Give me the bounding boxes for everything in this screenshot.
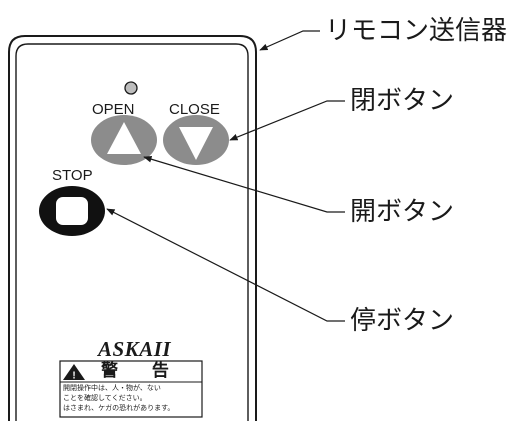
brand-logo: ASKAII — [98, 337, 172, 361]
warning-triangle-icon — [63, 364, 85, 380]
down-triangle-icon — [179, 127, 213, 160]
callout-close-button: 閉ボタン — [350, 86, 455, 116]
callout-open-button: 開ボタン — [350, 197, 455, 227]
warning-line-2: ことを確認してください。 — [63, 394, 147, 402]
svg-text:!: ! — [72, 371, 75, 382]
warning-line-3: はさまれ、ケガの恐れがあります。 — [63, 404, 175, 412]
warning-label: ! — [59, 360, 203, 418]
remote-body-inner — [15, 43, 249, 421]
callout-stop-button: 停ボタン — [350, 306, 455, 336]
leader-line-transmitter — [259, 30, 320, 51]
leader-line-open — [143, 155, 345, 213]
stop-button[interactable] — [39, 186, 105, 236]
remote-body-outer — [8, 35, 257, 421]
close-button-label: CLOSE — [169, 101, 220, 118]
leader-line-stop — [106, 208, 345, 322]
led-indicator-icon — [124, 81, 138, 95]
warning-title: 警 告 — [101, 361, 183, 381]
callout-transmitter: リモコン送信器 — [325, 16, 508, 46]
open-button[interactable] — [91, 115, 157, 165]
stop-button-label: STOP — [52, 167, 93, 184]
up-triangle-icon — [107, 122, 141, 154]
warning-line-1: 開閉操作中は、人・物が、ない — [63, 384, 161, 392]
open-button-label: OPEN — [92, 101, 135, 118]
close-button[interactable] — [163, 115, 229, 165]
leader-line-close — [229, 100, 345, 141]
